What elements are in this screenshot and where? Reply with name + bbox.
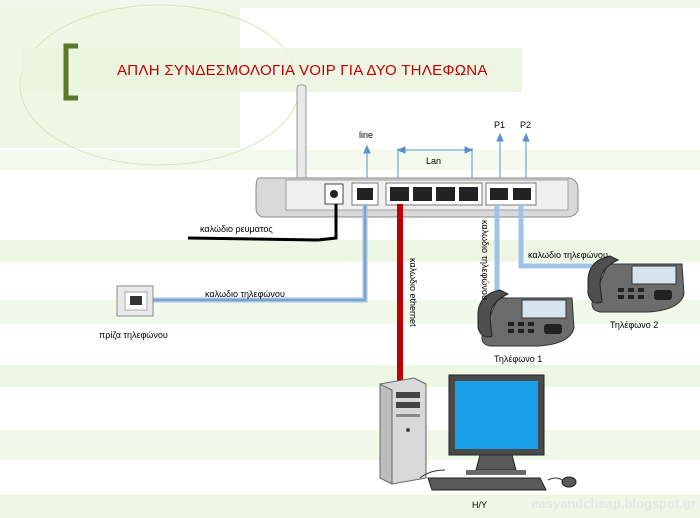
wall-phone-cable <box>150 205 368 303</box>
watermark: easyandcheap.blogspot.gr <box>531 496 696 511</box>
lan-port-frame <box>385 182 483 206</box>
lan-port <box>413 187 432 201</box>
pc-mouse <box>561 476 577 488</box>
phone-1-screen <box>521 299 567 319</box>
p1-label: P1 <box>494 120 506 130</box>
phone-port-p1 <box>490 188 508 200</box>
p1-cable-label: καλωδιο τηλεφώνου <box>480 220 490 300</box>
power-cable-label: καλώδιο ρευματος <box>200 224 273 234</box>
phone-2 <box>587 255 685 313</box>
phone-1-handset <box>477 289 510 338</box>
line-port <box>357 188 373 200</box>
background-band <box>0 240 700 262</box>
lan-arrowhead <box>396 146 406 154</box>
p2-label: P2 <box>520 120 532 130</box>
title-highlight <box>22 48 522 92</box>
pc-label: Η/Υ <box>472 500 488 510</box>
wall-socket-port <box>130 296 142 305</box>
line-label: line <box>359 130 374 140</box>
lan-arrowhead <box>464 146 474 154</box>
wall-cable-label: καλωδιο τηλεφώνου <box>205 289 285 299</box>
pc-tower <box>379 377 427 485</box>
lan-port <box>436 187 455 201</box>
background-band <box>0 0 700 8</box>
p2-cable-label: καλωδιο τηλεφώνου <box>528 250 608 260</box>
lan-port <box>459 187 478 201</box>
wall-socket-label: πρίζα τηλεφώνου <box>99 330 168 340</box>
p1-arrowhead <box>496 132 504 142</box>
title-bracket <box>63 43 78 101</box>
keyboard-cable <box>419 469 446 479</box>
mouse-cable <box>547 477 563 481</box>
p2-arrowhead <box>522 132 530 142</box>
lan-port <box>390 187 409 201</box>
p1-phone-cable <box>494 205 507 303</box>
lan-label: Lan <box>426 156 442 166</box>
line-arrowhead <box>363 144 371 154</box>
page-title: ΑΠΛΗ ΣΥΝΔΕΣΜΟΛΟΓΙΑ VOIP ΓΙΑ ΔΥΟ ΤΗΛΕΦΩΝΑ <box>117 62 488 79</box>
p2-phone-cable <box>518 205 618 269</box>
pc-keyboard <box>427 477 547 491</box>
phone-2-screen <box>631 265 677 285</box>
power-jack-hole <box>330 190 338 198</box>
wall-phone-cable-edge <box>150 205 366 301</box>
background-band <box>0 430 700 460</box>
phone-2-handset <box>587 255 620 304</box>
power-cable <box>317 204 338 242</box>
background-band <box>0 495 700 518</box>
phone-2-label: Τηλέφωνο 2 <box>610 320 659 330</box>
phone-1-label: Τηλέφωνο 1 <box>494 354 543 364</box>
ethernet-cable-label: καλωδιο ethernet <box>408 258 418 327</box>
pc-monitor <box>448 374 545 475</box>
phone-port-p2 <box>513 188 531 200</box>
power-cable <box>187 236 319 242</box>
phone-1 <box>477 289 575 347</box>
